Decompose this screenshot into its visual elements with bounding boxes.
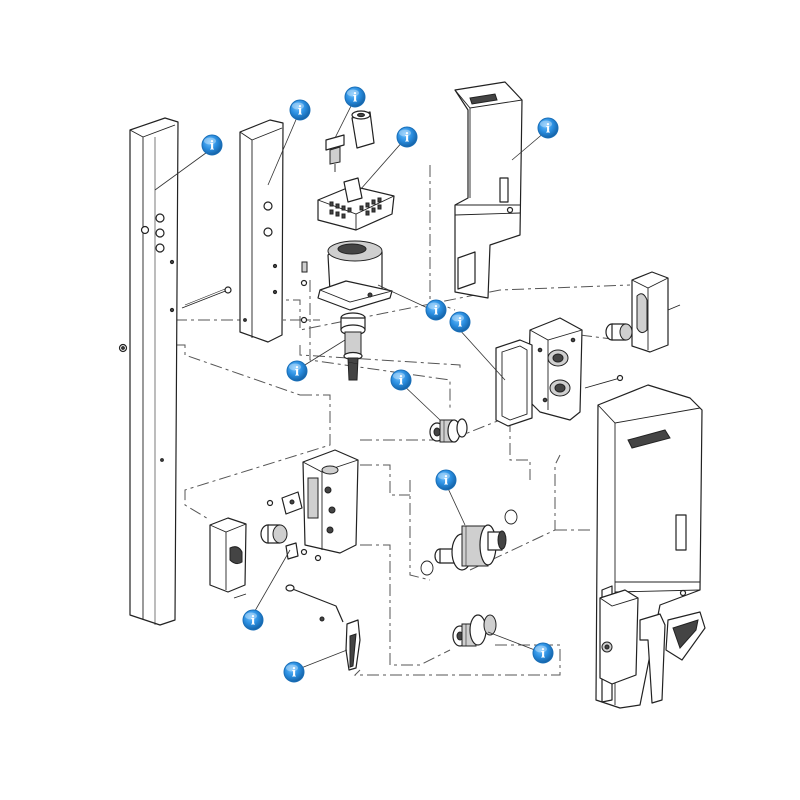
info-icon: i (251, 614, 256, 628)
info-hotspot-main-gear-shaft[interactable]: i (435, 469, 457, 491)
info-hotspot-gearbox-housing[interactable]: i (449, 311, 471, 333)
limit-switch-unit (302, 449, 359, 554)
bearing-gear (429, 418, 468, 443)
end-cap (631, 271, 681, 353)
small-bolt (118, 343, 128, 353)
info-icon: i (541, 647, 546, 661)
info-hotspot-left-post[interactable]: i (201, 134, 223, 156)
main-gear-shaft (434, 524, 507, 571)
o-rings (420, 509, 518, 576)
info-icon: i (399, 374, 404, 388)
leader-lines (154, 103, 546, 671)
info-icon: i (210, 139, 215, 153)
info-hotspot-worm-shaft[interactable]: i (286, 360, 308, 382)
left-post (129, 117, 179, 626)
gearbox-housing (527, 317, 583, 421)
release-handle (345, 619, 361, 671)
bushing-sleeve (605, 323, 633, 341)
info-icon: i (458, 316, 463, 330)
info-icon: i (292, 666, 297, 680)
info-icon: i (546, 122, 551, 136)
assembly-lines (130, 165, 641, 676)
assembled-handle (639, 611, 706, 704)
gearbox-gasket (495, 339, 533, 427)
info-hotspot-bearing-gear[interactable]: i (390, 369, 412, 391)
pinion-gear (452, 614, 497, 647)
info-hotspot-pinion-gear[interactable]: i (532, 642, 554, 664)
info-icon: i (353, 91, 358, 105)
micro-switches (266, 491, 322, 562)
terminal-pins (329, 197, 382, 219)
info-icon: i (298, 104, 303, 118)
release-key (285, 584, 344, 623)
long-bolt (181, 286, 232, 309)
assembled-lock-plate (599, 589, 639, 685)
info-hotspot-release-handle[interactable]: i (283, 661, 305, 683)
info-icon: i (295, 365, 300, 379)
screw-bushing (325, 110, 375, 172)
terminal-block (317, 177, 395, 231)
info-icon: i (444, 474, 449, 488)
info-icon: i (405, 131, 410, 145)
info-hotspot-top-cover[interactable]: i (537, 117, 559, 139)
info-hotspot-terminal-block[interactable]: i (396, 126, 418, 148)
info-icon: i (434, 304, 439, 318)
info-hotspot-limit-switch-unit[interactable]: i (242, 609, 264, 631)
second-post (239, 119, 284, 343)
info-hotspot-screw-bushing[interactable]: i (344, 86, 366, 108)
top-cover (454, 81, 523, 299)
info-hotspot-motor[interactable]: i (425, 299, 447, 321)
info-hotspot-second-post[interactable]: i (289, 99, 311, 121)
worm-shaft (340, 312, 366, 381)
lock-cylinder (260, 524, 299, 560)
housing-bolt (584, 374, 624, 389)
lock-plate (209, 517, 247, 599)
motor (317, 240, 393, 311)
motor-screws (300, 261, 308, 324)
